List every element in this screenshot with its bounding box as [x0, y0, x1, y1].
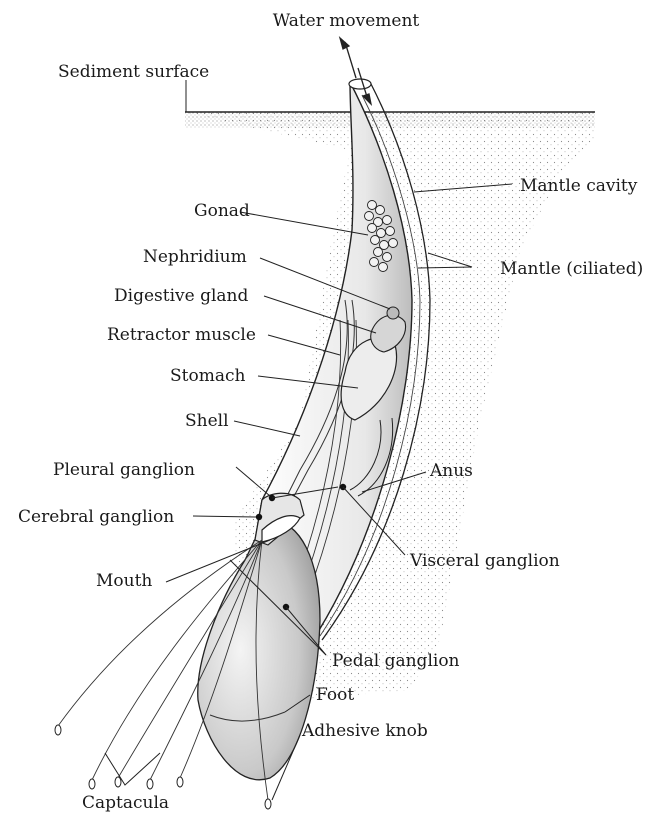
label-sediment-surface: Sediment surface: [58, 62, 209, 82]
label-anus: Anus: [429, 461, 473, 481]
label-water-movement: Water movement: [273, 11, 420, 31]
label-captacula: Captacula: [82, 793, 169, 813]
label-mantle-cavity: Mantle cavity: [520, 176, 638, 196]
label-stomach: Stomach: [170, 366, 245, 386]
shell-aperture: [349, 79, 371, 89]
label-retractor-muscle: Retractor muscle: [107, 325, 256, 345]
label-visceral-ganglion: Visceral ganglion: [409, 551, 560, 571]
label-mantle-ciliated: Mantle (ciliated): [500, 259, 643, 279]
label-pedal-ganglion: Pedal ganglion: [332, 651, 460, 671]
label-digestive-gland: Digestive gland: [114, 286, 248, 306]
label-nephridium: Nephridium: [143, 247, 247, 267]
label-adhesive-knob: Adhesive knob: [301, 721, 428, 741]
label-pleural-ganglion: Pleural ganglion: [53, 460, 195, 480]
label-shell: Shell: [185, 411, 229, 431]
label-mouth: Mouth: [96, 571, 152, 591]
label-gonad: Gonad: [194, 201, 250, 221]
label-foot: Foot: [316, 685, 354, 705]
label-cerebral-ganglion: Cerebral ganglion: [18, 507, 174, 527]
cerebral-ganglion-dot: [256, 514, 262, 520]
